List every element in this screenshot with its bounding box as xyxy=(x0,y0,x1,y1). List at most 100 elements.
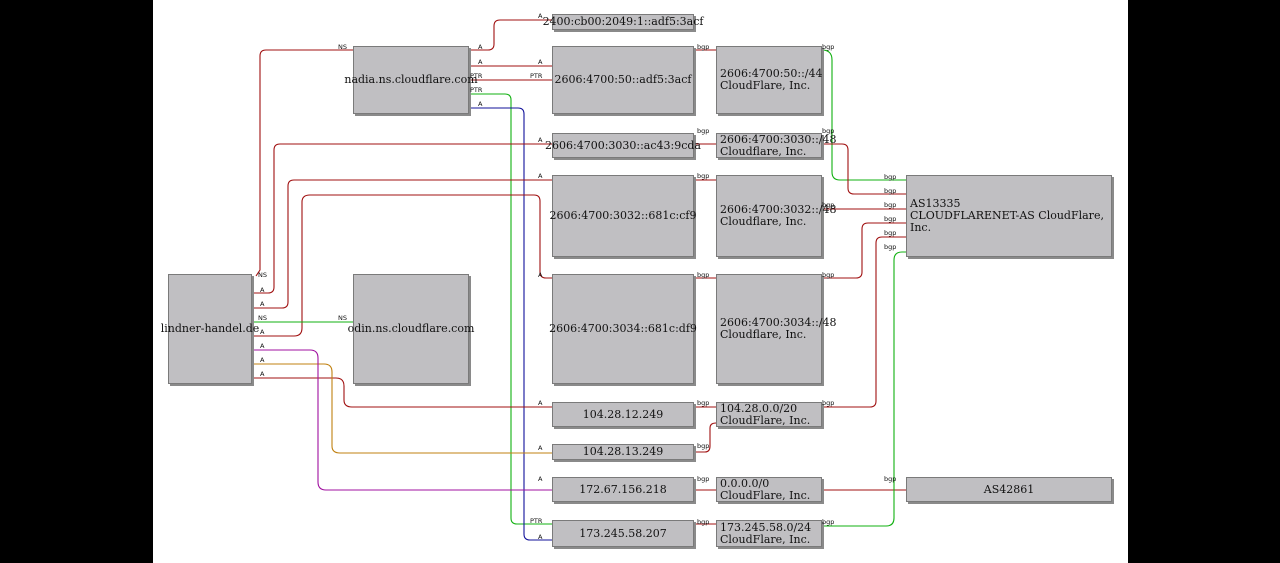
edge-label-bgp: bgp xyxy=(697,442,710,450)
edge-label-a: A xyxy=(478,100,483,108)
as-number: AS13335 xyxy=(910,197,961,210)
edge-label-bgp: bgp xyxy=(884,187,897,195)
net-prefix: 104.28.0.0/20 xyxy=(720,401,798,415)
edge-label-a: A xyxy=(538,172,543,180)
edge-label-bgp: bgp xyxy=(697,271,710,279)
node-as42861[interactable]: AS42861 xyxy=(906,477,1112,502)
node-label: lindner-handel.de xyxy=(160,322,260,335)
node-label: 2400:cb00:2049:1::adf5:3acf xyxy=(542,15,704,28)
net-prefix: 2606:4700:50::/44 xyxy=(720,67,823,80)
edge-label-ptr: PTR xyxy=(530,517,543,525)
node-label: AS42861 xyxy=(983,482,1035,496)
edge-label-bgp: bgp xyxy=(697,475,710,483)
edge-label-bgp: bgp xyxy=(884,229,897,237)
edge-a-104-13 xyxy=(254,363,552,454)
edge-label-a: A xyxy=(260,370,265,378)
edge-label-a: A xyxy=(260,328,265,336)
net-owner: CloudFlare, Inc. xyxy=(720,532,811,546)
edge-label-bgp: bgp xyxy=(822,201,835,209)
net-owner: Cloudflare, Inc. xyxy=(720,144,807,158)
edge-a-173 xyxy=(470,107,552,541)
node-label: odin.ns.cloudflare.com xyxy=(347,322,475,335)
edge-label-ptr: PTR xyxy=(470,86,483,94)
edge-label-bgp: bgp xyxy=(697,518,710,526)
edge-label-a: A xyxy=(538,58,543,66)
edge-label-ptr: PTR xyxy=(470,72,483,80)
edge-a-104-12 xyxy=(254,377,552,408)
edge-bgp-3030-as xyxy=(822,143,906,195)
edge-label-bgp: bgp xyxy=(822,518,835,526)
net-prefix: 2606:4700:3030::/48 xyxy=(720,132,837,146)
edge-label-a: A xyxy=(538,399,543,407)
edge-label-bgp: bgp xyxy=(697,172,710,180)
net-prefix: 2606:4700:3034::/48 xyxy=(720,316,837,329)
node-lindner-handel[interactable]: lindner-handel.de xyxy=(161,274,259,384)
edge-a-3034 xyxy=(254,194,552,337)
node-label: 2606:4700:3030::ac43:9cda xyxy=(545,138,701,152)
node-ip4-104-13[interactable]: 104.28.13.249 xyxy=(552,444,694,460)
node-ip4-172[interactable]: 172.67.156.218 xyxy=(552,477,694,502)
edge-a-3030 xyxy=(254,143,552,294)
node-label: 2606:4700:3032::681c:cf9 xyxy=(549,209,697,222)
net-owner: CloudFlare, Inc. xyxy=(720,488,811,502)
edge-label-a: A xyxy=(478,58,483,66)
edge-label-bgp: bgp xyxy=(822,271,835,279)
node-label: 2606:4700:3034::681c:df9 xyxy=(549,322,697,335)
edge-a-172 xyxy=(254,349,552,491)
edge-label-bgp: bgp xyxy=(697,399,710,407)
edge-bgp-3034-as xyxy=(822,222,906,279)
edge-label-ns: NS xyxy=(338,314,347,322)
edge-label-a: A xyxy=(538,444,543,452)
edge-label-a: A xyxy=(538,271,543,279)
edge-label-bgp: bgp xyxy=(884,201,897,209)
edge-label-bgp: bgp xyxy=(884,215,897,223)
edge-label-bgp: bgp xyxy=(884,173,897,181)
net-owner: Cloudflare, Inc. xyxy=(720,215,807,228)
edge-label-a: A xyxy=(260,342,265,350)
node-ip6-2400[interactable]: 2400:cb00:2049:1::adf5:3acf xyxy=(543,14,703,30)
edge-bgp-104-as xyxy=(822,236,906,408)
node-ip6-3030[interactable]: 2606:4700:3030::ac43:9cda xyxy=(545,133,701,158)
net-owner: CloudFlare, Inc. xyxy=(720,79,811,92)
edge-label-a: A xyxy=(478,43,483,51)
net-prefix: 0.0.0.0/0 xyxy=(720,476,770,490)
edge-label-ns: NS xyxy=(258,314,267,322)
edge-label-a: A xyxy=(260,356,265,364)
edge-label-bgp: bgp xyxy=(822,127,835,135)
edge-label-a: A xyxy=(538,533,543,541)
edge-bgp-104-13 xyxy=(695,422,717,453)
edge-label-a: A xyxy=(260,286,265,294)
net-owner: CloudFlare, Inc. xyxy=(720,413,811,427)
node-label: 104.28.13.249 xyxy=(582,445,664,458)
edge-label-ns: NS xyxy=(338,43,347,51)
edge-label-ns: NS xyxy=(258,271,267,279)
node-label: 172.67.156.218 xyxy=(579,482,667,496)
node-ip6-3034[interactable]: 2606:4700:3034::681c:df9 xyxy=(549,274,697,384)
edge-label-a: A xyxy=(260,300,265,308)
node-label: nadia.ns.cloudflare.com xyxy=(344,73,478,86)
edge-ns-nadia xyxy=(255,49,354,277)
node-label: 173.245.58.207 xyxy=(579,526,667,540)
edge-label-a: A xyxy=(538,475,543,483)
node-ip4-104-12[interactable]: 104.28.12.249 xyxy=(552,402,694,427)
node-label: 104.28.12.249 xyxy=(582,407,664,421)
node-odin[interactable]: odin.ns.cloudflare.com xyxy=(348,274,474,384)
net-prefix: 173.245.58.0/24 xyxy=(720,520,812,534)
node-ip4-173[interactable]: 173.245.58.207 xyxy=(552,520,694,547)
edge-bgp-173-as xyxy=(822,251,906,527)
edge-label-bgp: bgp xyxy=(884,475,897,483)
node-ip6-4700-50[interactable]: 2606:4700:50::adf5:3acf xyxy=(552,46,694,114)
node-ip6-3032[interactable]: 2606:4700:3032::681c:cf9 xyxy=(549,175,697,257)
edge-label-bgp: bgp xyxy=(697,43,710,51)
edge-ptr-173 xyxy=(470,93,552,525)
edge-label-a: A xyxy=(538,136,543,144)
node-nadia[interactable]: nadia.ns.cloudflare.com xyxy=(344,46,478,114)
